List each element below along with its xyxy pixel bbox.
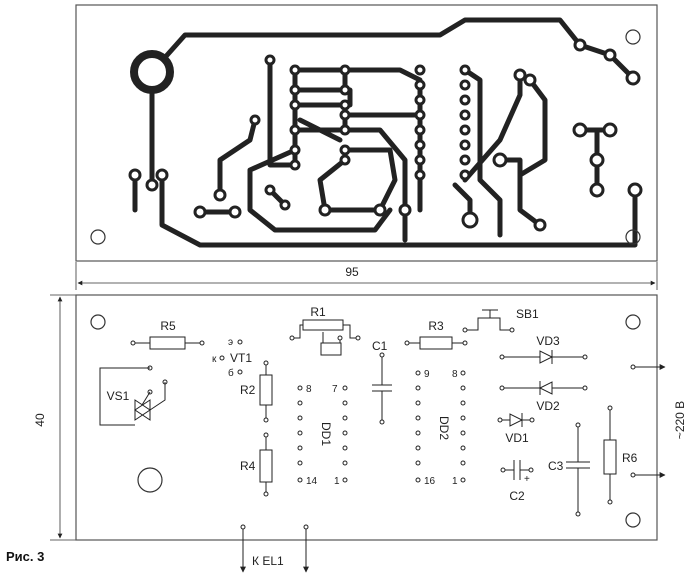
ic-dd2 (415, 370, 466, 483)
dd1-pin-14: 14 (306, 476, 318, 487)
height-label: 40 (33, 413, 47, 427)
vd2-label: VD2 (536, 399, 560, 413)
dd1-pin-1: 1 (334, 476, 340, 487)
component-side-board: R5 VS1 э к VT1 б R2 R4 (75, 294, 658, 541)
large-mounting-pad (130, 50, 174, 94)
mains-connection (630, 364, 666, 478)
resistor-r6 (603, 405, 617, 505)
resistor-r2 (259, 360, 273, 423)
vt1-pin-e: э (228, 337, 233, 348)
load-connection (240, 524, 309, 573)
diode-vd1 (497, 413, 535, 427)
diode-vd2 (499, 381, 588, 395)
capacitor-c1 (372, 352, 392, 425)
dd1-label: DD1 (319, 422, 333, 446)
dd2-pin-1: 1 (452, 476, 458, 487)
mounting-hole (90, 314, 106, 330)
mounting-hole (625, 229, 641, 245)
mounting-hole (90, 229, 106, 245)
dd2-pin-16: 16 (424, 476, 436, 487)
vd1-label: VD1 (505, 431, 529, 445)
svg-text:+: + (524, 474, 530, 485)
load-label: К EL1 (252, 554, 284, 568)
c3-label: C3 (548, 459, 564, 473)
width-label: 95 (345, 265, 359, 279)
r3-label: R3 (428, 319, 444, 333)
mounting-hole (625, 314, 641, 330)
vd3-label: VD3 (536, 334, 560, 348)
c2-label: C2 (509, 489, 525, 503)
mains-label: ~220 В (673, 401, 687, 439)
sb1-label: SB1 (516, 307, 539, 321)
vt1-pin-k: к (212, 354, 217, 365)
copper-pads (128, 38, 643, 232)
dd1-pin-7: 7 (332, 384, 338, 395)
r6-label: R6 (622, 451, 638, 465)
dd2-label: DD2 (437, 416, 451, 440)
vs1-label: VS1 (107, 389, 130, 403)
dd2-pin-9: 9 (424, 369, 430, 380)
trimmer-r1 (289, 319, 361, 356)
mounting-hole (625, 29, 641, 45)
width-dimension: 95 (75, 262, 658, 290)
r1-label: R1 (310, 305, 326, 319)
ic-dd1 (297, 385, 348, 483)
button-sb1 (462, 309, 515, 333)
c1-label: C1 (372, 339, 388, 353)
resistor-r5 (130, 336, 205, 350)
resistor-r4 (259, 432, 273, 497)
diode-vd3 (499, 350, 588, 364)
triac-vs1 (99, 365, 168, 426)
capacitor-c2: + (500, 460, 534, 485)
resistor-r3 (404, 336, 468, 350)
r4-label: R4 (240, 459, 256, 473)
r2-label: R2 (240, 383, 256, 397)
dd1-pin-8: 8 (306, 384, 312, 395)
r5-label: R5 (160, 319, 176, 333)
height-dimension: 40 (33, 294, 76, 541)
figure-caption: Рис. 3 (6, 549, 44, 564)
dd2-pin-8: 8 (452, 369, 458, 380)
mounting-hole (625, 512, 641, 528)
large-mounting-hole (137, 467, 163, 493)
trace-side-board (75, 4, 658, 262)
capacitor-c3 (566, 422, 590, 517)
vt1-label: VT1 (230, 351, 252, 365)
vt1-pin-b: б (228, 367, 234, 379)
